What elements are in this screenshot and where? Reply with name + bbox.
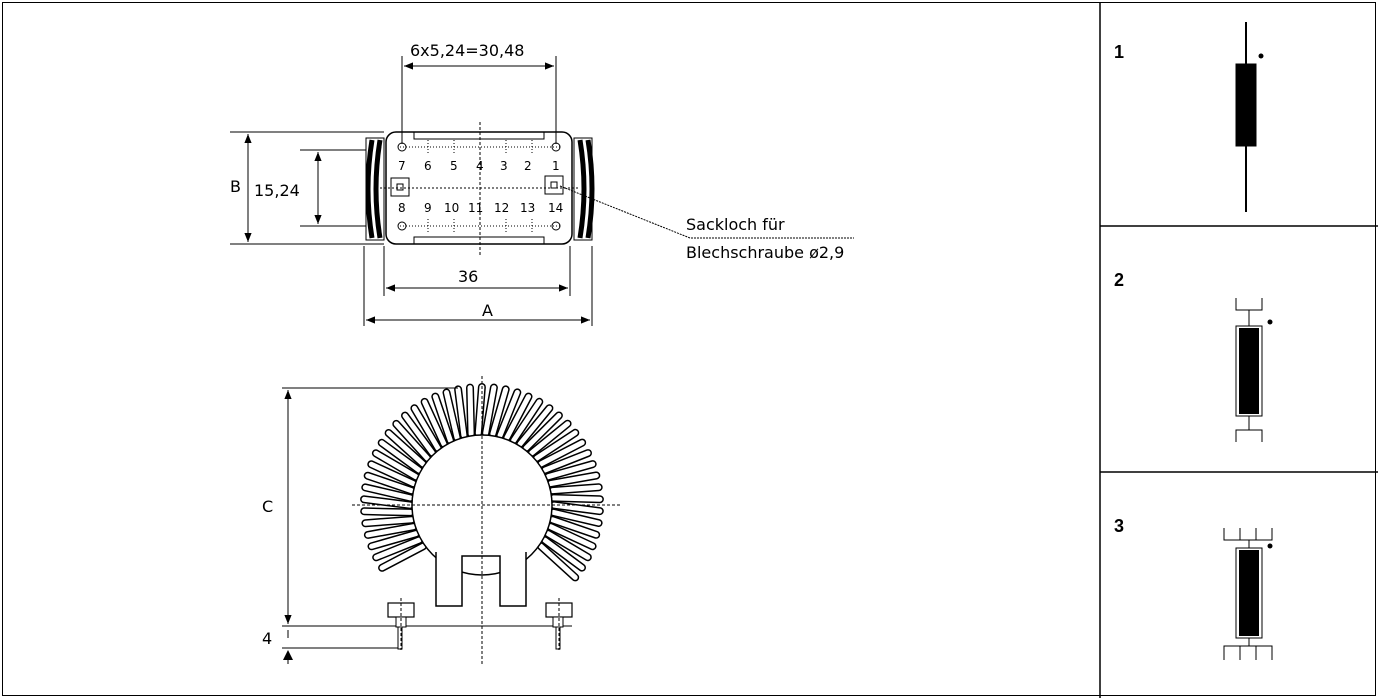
pin-holes-bottom <box>397 219 561 233</box>
pin-label: 14 <box>548 201 563 215</box>
right-winding <box>573 137 595 241</box>
pin-label: 3 <box>500 159 508 173</box>
note-leader <box>559 185 854 239</box>
height-outer-label: B <box>230 177 241 196</box>
screw-hole-left <box>390 177 410 197</box>
pin-label: 6 <box>424 159 432 173</box>
side-view: C 4 <box>262 376 620 664</box>
pin-label: 12 <box>494 201 509 215</box>
height-inner-dimension: 15,24 <box>254 181 300 200</box>
toroid-windings <box>360 383 604 582</box>
pin-label: 7 <box>398 159 406 173</box>
variant-1: 1 <box>1114 22 1264 212</box>
base-dimension: 4 <box>262 629 272 648</box>
pin-label: 8 <box>398 201 406 215</box>
pitch-dimension: 6x5,24=30,48 <box>410 41 524 60</box>
polarity-dot <box>1267 319 1273 325</box>
note-line-2: Blechschraube ø2,9 <box>686 243 844 262</box>
height-label: C <box>262 497 273 516</box>
pin-label: 4 <box>476 159 484 173</box>
pin-label: 9 <box>424 201 432 215</box>
polarity-dot <box>1267 543 1273 549</box>
coil-symbol <box>1235 63 1257 147</box>
pin-label: 2 <box>524 159 532 173</box>
top-view: 7 6 5 4 3 2 1 8 9 10 11 12 13 14 6x5,24=… <box>230 41 854 326</box>
variant-label: 2 <box>1114 270 1124 290</box>
width-outer-label: A <box>482 301 493 320</box>
variant-3: 3 <box>1114 516 1273 660</box>
coil-symbol <box>1239 550 1259 636</box>
variant-label: 3 <box>1114 516 1124 536</box>
screw-hole-right <box>544 175 564 195</box>
pin-label: 13 <box>520 201 535 215</box>
pin-label: 1 <box>552 159 560 173</box>
pin-label: 11 <box>468 201 483 215</box>
pin-label: 10 <box>444 201 459 215</box>
width-inner-dimension: 36 <box>458 267 478 286</box>
variant-label: 1 <box>1114 42 1124 62</box>
coil-symbol <box>1239 328 1259 414</box>
pin-label: 5 <box>450 159 458 173</box>
note-line-1: Sackloch für <box>686 215 785 234</box>
polarity-dot <box>1258 53 1264 59</box>
left-winding <box>365 137 385 241</box>
variant-2: 2 <box>1114 270 1273 442</box>
